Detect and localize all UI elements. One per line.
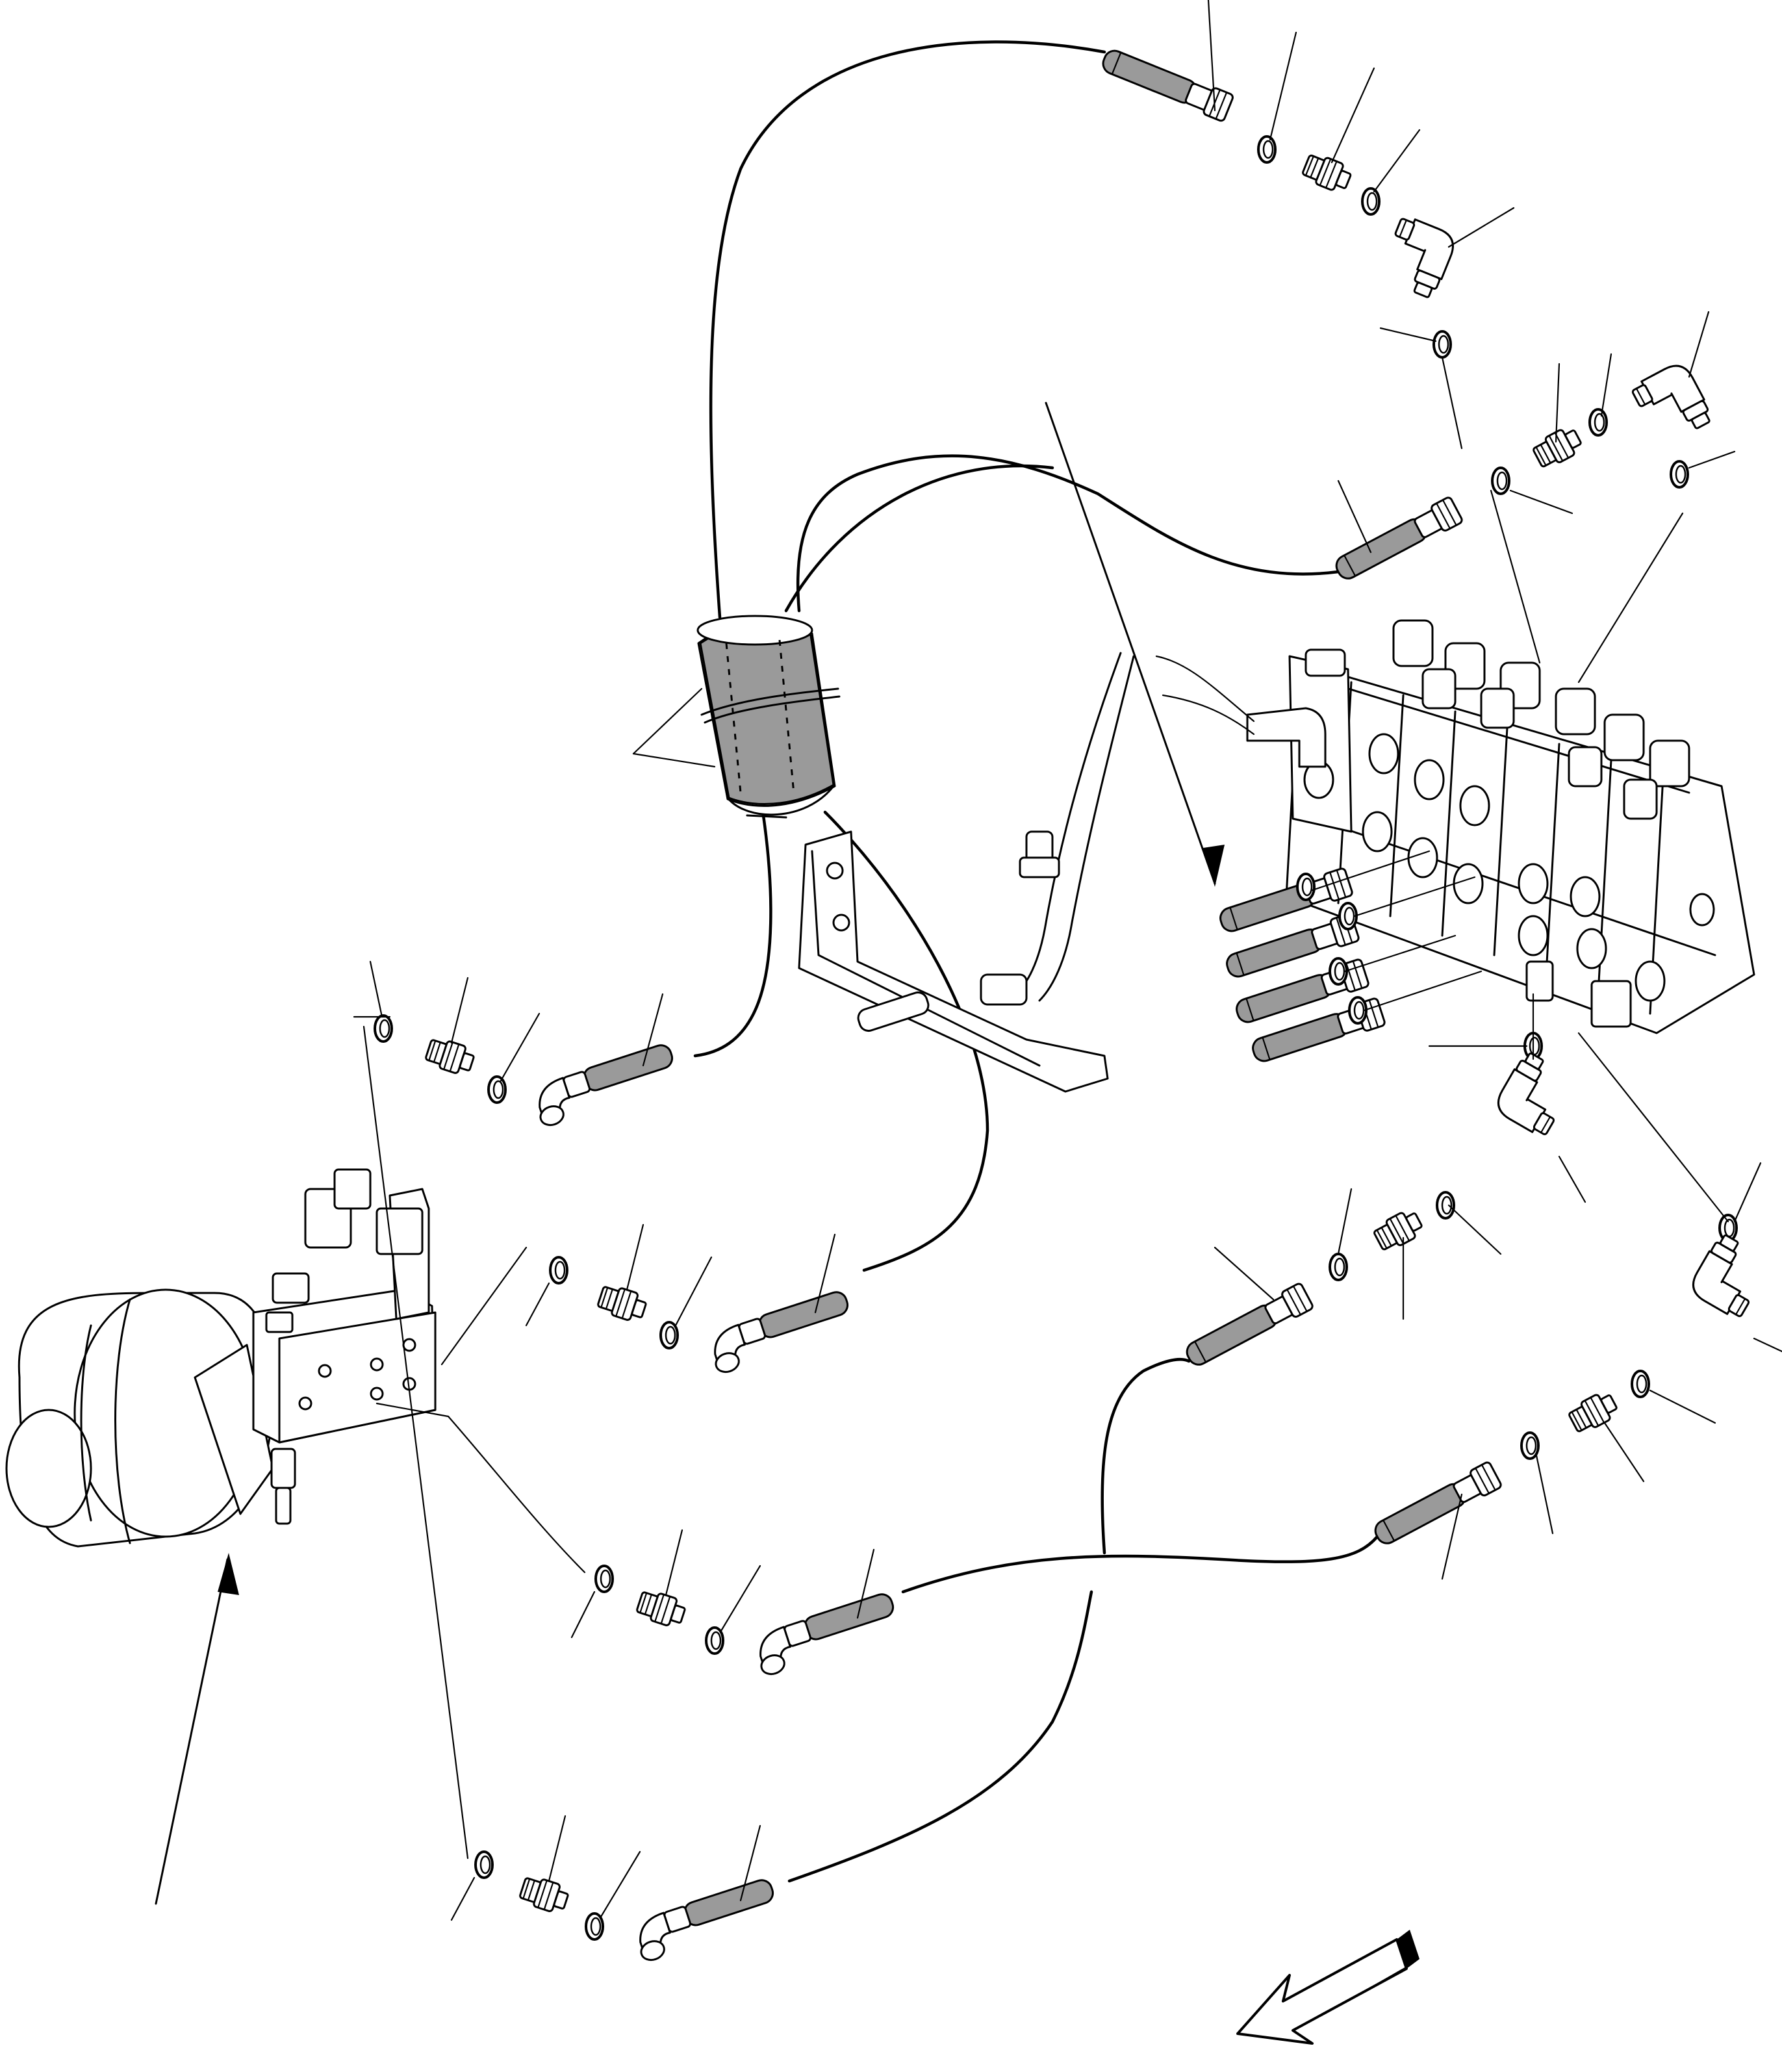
fitting-chain-valve-bottom — [1181, 993, 1586, 1372]
pointer-arrow-2 — [155, 1553, 239, 1905]
pointer-arrow-1 — [1045, 402, 1225, 887]
front-arrow-icon — [1236, 1930, 1419, 2045]
valve-port-fittings — [1216, 850, 1483, 1068]
hose-sleeve — [632, 615, 841, 819]
travel-motor — [5, 1288, 274, 1548]
fitting-chain-valve-top — [1330, 311, 1736, 684]
fitting-row-3 — [375, 1402, 903, 1678]
control-valve — [1246, 619, 1755, 1034]
fitting-row-2 — [440, 1223, 858, 1376]
motor-valve-block — [252, 1168, 437, 1525]
hose-routes — [693, 40, 1379, 1883]
fitting-chain-right-lower — [1369, 1032, 1782, 1580]
fitting-row-4 — [363, 1025, 783, 1964]
mounting-bracket — [798, 830, 1109, 1093]
fitting-chain-top — [1098, 0, 1515, 450]
fitting-row-1 — [353, 960, 682, 1129]
